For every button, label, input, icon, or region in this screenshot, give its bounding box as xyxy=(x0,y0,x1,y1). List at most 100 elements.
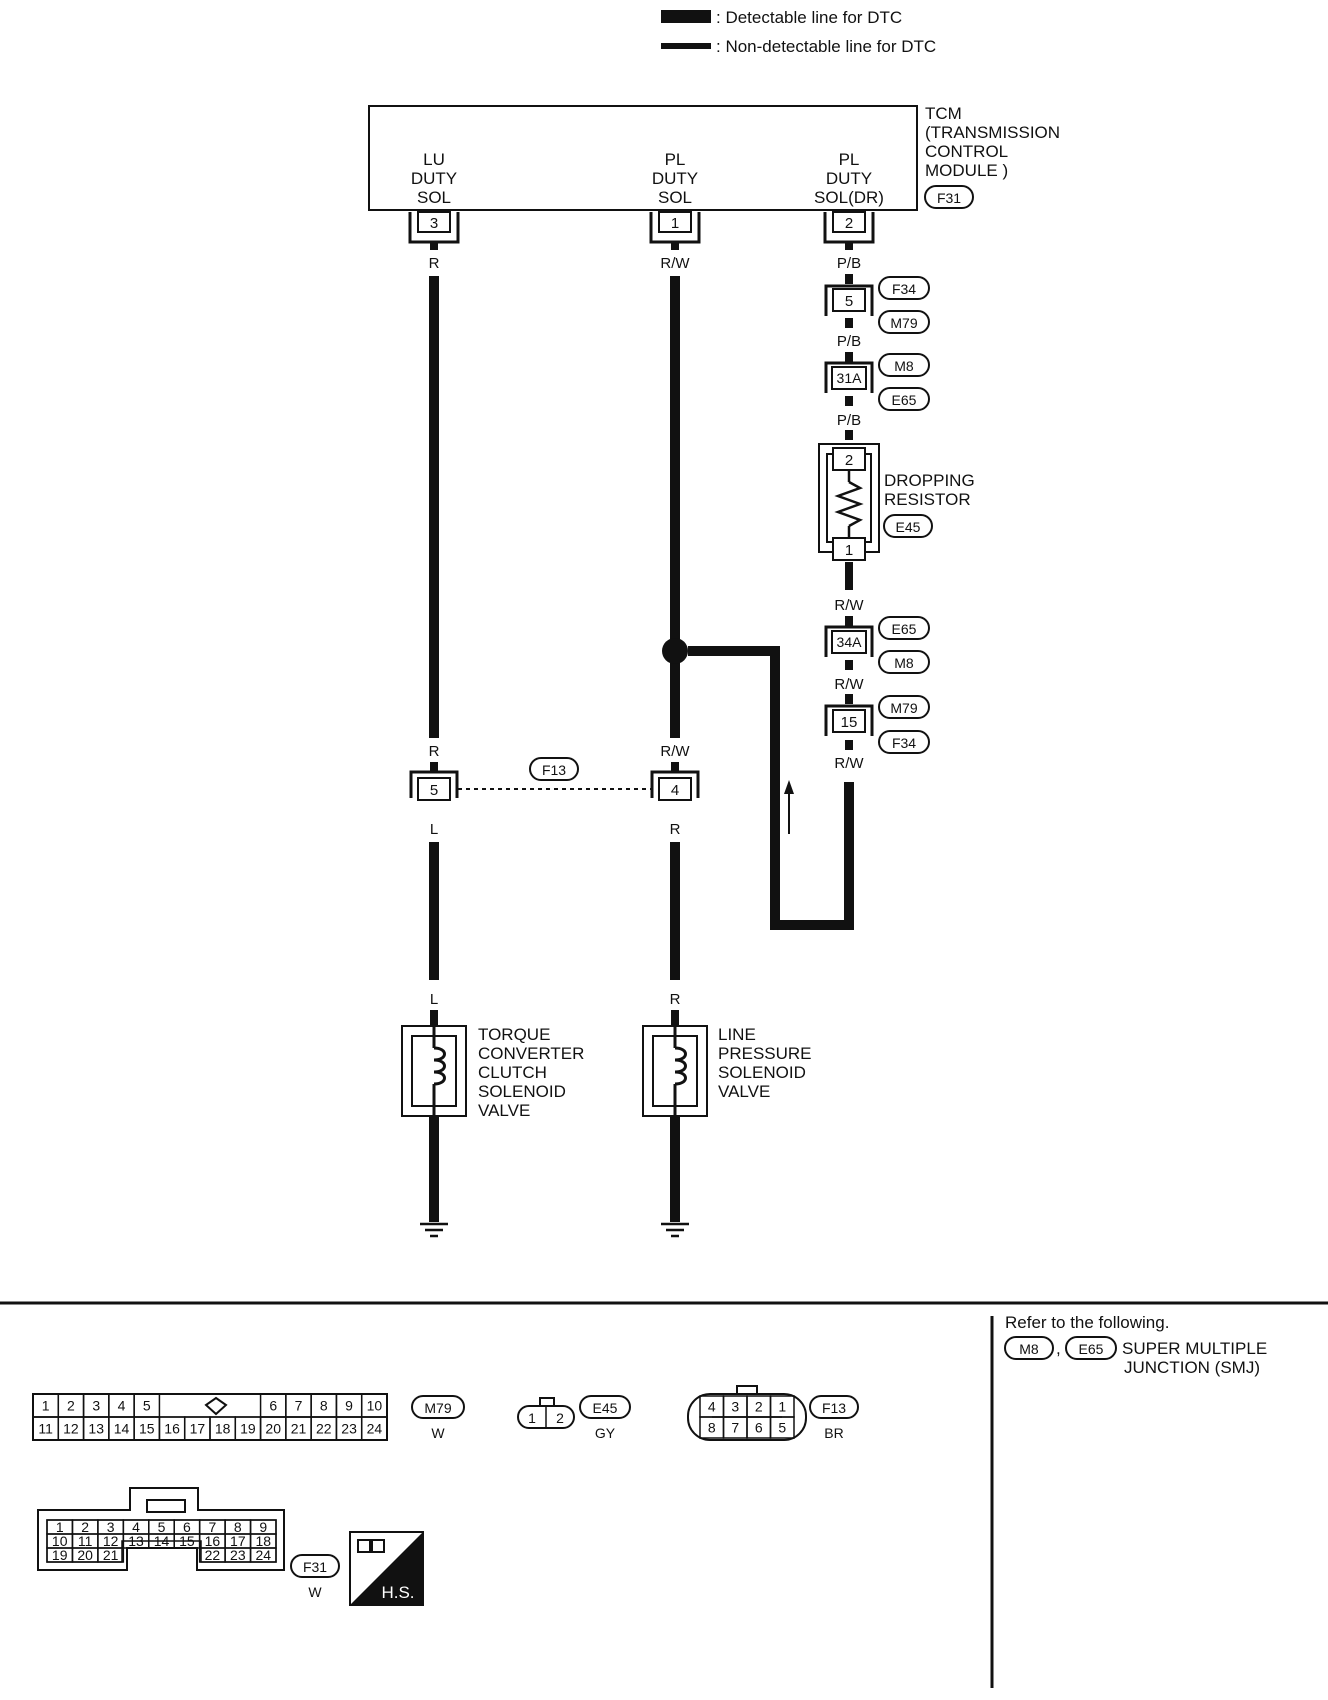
m79-pin-10: 10 xyxy=(367,1398,383,1414)
connector-5 xyxy=(832,288,866,312)
f31-pin-17: 17 xyxy=(230,1533,246,1549)
e45-pin-1: 1 xyxy=(528,1410,536,1426)
f31-pin-8: 8 xyxy=(234,1519,242,1535)
refer-text: Refer to the following. xyxy=(1005,1313,1169,1332)
lu-label-2: DUTY xyxy=(411,169,457,188)
f34-badge: F34 xyxy=(892,281,916,297)
f31-pin-13: 13 xyxy=(128,1533,144,1549)
f31-pin-19: 19 xyxy=(52,1547,68,1563)
lu-label-3: SOL xyxy=(417,188,451,207)
tcm-pin-3-label: 3 xyxy=(430,215,438,232)
tcm-title-1: TCM xyxy=(925,104,962,123)
hs-label: H.S. xyxy=(381,1583,414,1602)
tcm-pin-1: 1 xyxy=(649,211,701,244)
f13-link: F13 xyxy=(458,757,651,790)
non-detectable-line-sample xyxy=(661,43,711,49)
m79-pin-24-cell xyxy=(360,1416,388,1441)
pldr-label-2: DUTY xyxy=(826,169,872,188)
e45-connector-face: 1 2 xyxy=(517,1397,575,1429)
tcm-module: TCM (TRANSMISSION CONTROL MODULE ) F31 L… xyxy=(368,104,1060,211)
tcc-wire-color: L xyxy=(430,991,438,1008)
resistor-pin-2: 2 xyxy=(845,452,853,469)
f13-right-wire-above: R/W xyxy=(660,743,690,760)
f31-pin-10: 10 xyxy=(52,1533,68,1549)
m79-pin-16: 16 xyxy=(164,1421,180,1437)
resistor-label-2: RESISTOR xyxy=(884,490,971,509)
f31-id: F31 xyxy=(303,1559,327,1575)
m79-pin-3: 3 xyxy=(92,1398,100,1414)
resistor-pin-1: 1 xyxy=(845,542,853,559)
m79-pin-1: 1 xyxy=(42,1398,50,1414)
f13-id: F13 xyxy=(822,1400,846,1416)
harness-side-icon: H.S. xyxy=(349,1531,424,1606)
f13-face-pin-5-cell xyxy=(769,1416,795,1439)
m8-badge: M8 xyxy=(894,358,914,374)
m79-pin-8: 8 xyxy=(320,1398,328,1414)
f13-face-pin-2: 2 xyxy=(755,1399,763,1415)
m79-pin-21: 21 xyxy=(291,1421,307,1437)
pldr-label-3: SOL(DR) xyxy=(814,188,884,207)
f31-pin-22: 22 xyxy=(205,1547,221,1563)
line-wire-color: R xyxy=(670,991,681,1008)
f31-pin-24-cell xyxy=(249,1547,277,1563)
current-direction-arrow-icon xyxy=(784,780,794,834)
dr-wire-color-top: P/B xyxy=(837,255,861,272)
connector-34a xyxy=(831,630,867,654)
tcc-label-1: TORQUE xyxy=(478,1025,550,1044)
f13-pin-4: 4 xyxy=(671,782,679,799)
legend-non-detectable: : Non-detectable line for DTC xyxy=(716,37,936,56)
f31-pin-21: 21 xyxy=(103,1547,119,1563)
f13-face-pin-8: 8 xyxy=(708,1420,716,1436)
f31-pin-16: 16 xyxy=(205,1533,221,1549)
f34-badge: F34 xyxy=(892,735,916,751)
tcm-pin-1-label: 1 xyxy=(671,215,679,232)
refer-separator: , xyxy=(1056,1339,1061,1358)
ground-icon xyxy=(661,1222,689,1238)
line-label-3: SOLENOID xyxy=(718,1063,806,1082)
m79-pin-20: 20 xyxy=(265,1421,281,1437)
m79-pin-4: 4 xyxy=(118,1398,126,1414)
f31-pin-1: 1 xyxy=(56,1519,64,1535)
f31-pin-3: 3 xyxy=(107,1519,115,1535)
f31-badge-label: F31 xyxy=(937,190,961,206)
dr-wire-color-5: R/W xyxy=(834,676,864,693)
refer-e65-badge: E65 xyxy=(1079,1341,1104,1357)
m79-pin-18: 18 xyxy=(215,1421,231,1437)
m79-pin-5: 5 xyxy=(143,1398,151,1414)
m79-badge: M79 xyxy=(890,700,917,716)
f13-face-pin-4: 4 xyxy=(708,1399,716,1415)
f13-left-wire-above: R xyxy=(429,743,440,760)
m79-pin-14: 14 xyxy=(114,1421,130,1437)
f13-face-pin-7: 7 xyxy=(731,1420,739,1436)
connector-15-label: 15 xyxy=(841,714,858,731)
dr-wire-color-4: R/W xyxy=(834,597,864,614)
f13-face-pin-5: 5 xyxy=(778,1420,786,1436)
f31-pin-12: 12 xyxy=(103,1533,119,1549)
m79-pin-6: 6 xyxy=(269,1398,277,1414)
legend: : Detectable line for DTC : Non-detectab… xyxy=(661,8,936,56)
tcm-pin-2: 2 xyxy=(823,211,875,244)
connector-31a xyxy=(831,366,867,390)
m79-pin-23: 23 xyxy=(341,1421,357,1437)
f13-badge-label: F13 xyxy=(542,762,566,778)
m8-badge: M8 xyxy=(894,655,914,671)
m79-pin-13: 13 xyxy=(88,1421,104,1437)
pl-wire-color-top: R/W xyxy=(660,255,690,272)
m79-badge: M79 xyxy=(890,315,917,331)
e45-pin-2: 2 xyxy=(556,1410,564,1426)
resistor-icon xyxy=(834,480,864,528)
f13-face-pin-6: 6 xyxy=(755,1420,763,1436)
splice-point xyxy=(662,638,688,664)
dr-wire-color-3: P/B xyxy=(837,412,861,429)
refer-note: Refer to the following. M8 , E65 SUPER M… xyxy=(1004,1313,1267,1377)
f31-pin-4: 4 xyxy=(132,1519,140,1535)
dr-wire-color-2: P/B xyxy=(837,333,861,350)
pldr-label-1: PL xyxy=(839,150,860,169)
f31-pin-21-cell xyxy=(97,1547,125,1563)
refer-m8-badge: M8 xyxy=(1019,1341,1039,1357)
connector-34a-label: 34A xyxy=(837,634,863,650)
f31-pin-7: 7 xyxy=(208,1519,216,1535)
lu-circuit: R R 5 L L TORQUE CONVERTER CLUTCH SOLENO… xyxy=(401,242,584,1238)
